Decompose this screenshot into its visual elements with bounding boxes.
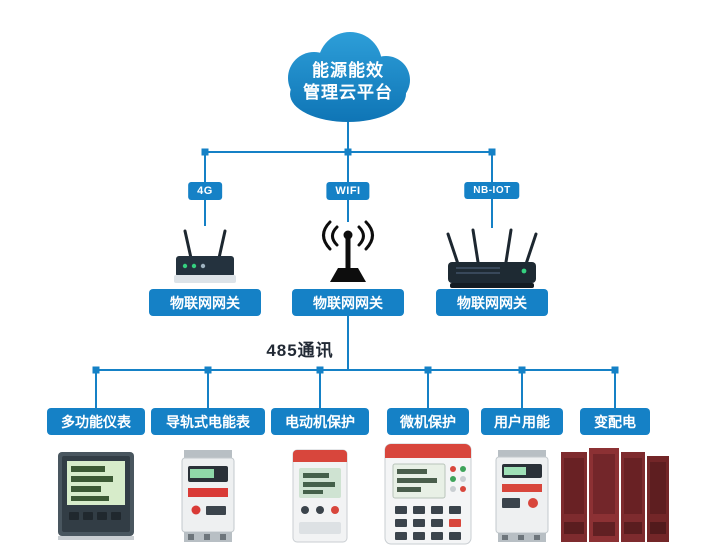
badge-nbiot: NB-IOT [464,182,520,199]
device-label-user-energy: 用户用能 [481,408,563,435]
motor-protection-image [287,446,353,546]
user-energy-meter-image [491,448,553,544]
cloud-platform-node: 能源能效 管理云平台 [270,26,426,128]
gateway-nbiot-router-image [440,224,544,290]
gateway-4g-router-image [165,224,245,288]
badge-4g: 4G [188,182,222,200]
badge-wifi: WIFI [326,182,370,200]
gateway-label-wifi: 物联网网关 [292,289,404,316]
cloud-icon [288,32,410,122]
device-label-power-distribution: 变配电 [580,408,650,435]
din-rail-meter-image [176,448,240,544]
cloud-title-line1: 能源能效 [312,61,384,80]
device-label-multifunction-meter: 多功能仪表 [47,408,145,435]
gateway-label-4g: 物联网网关 [149,289,261,316]
device-label-din-rail-meter: 导轨式电能表 [151,408,265,435]
micro-protection-relay-image [381,442,475,548]
switchgear-cabinets-image [559,444,671,546]
gateway-label-nbiot: 物联网网关 [436,289,548,316]
multifunction-meter-image [52,448,140,544]
device-label-micro-protection: 微机保护 [387,408,469,435]
device-label-motor-protection: 电动机保护 [271,408,369,435]
cloud-title: 能源能效 管理云平台 [270,60,426,104]
wifi-antenna-icon [318,220,378,288]
cloud-title-line2: 管理云平台 [303,83,393,102]
junction-dots [92,148,619,374]
bus-485-label: 485通讯 [266,341,334,360]
